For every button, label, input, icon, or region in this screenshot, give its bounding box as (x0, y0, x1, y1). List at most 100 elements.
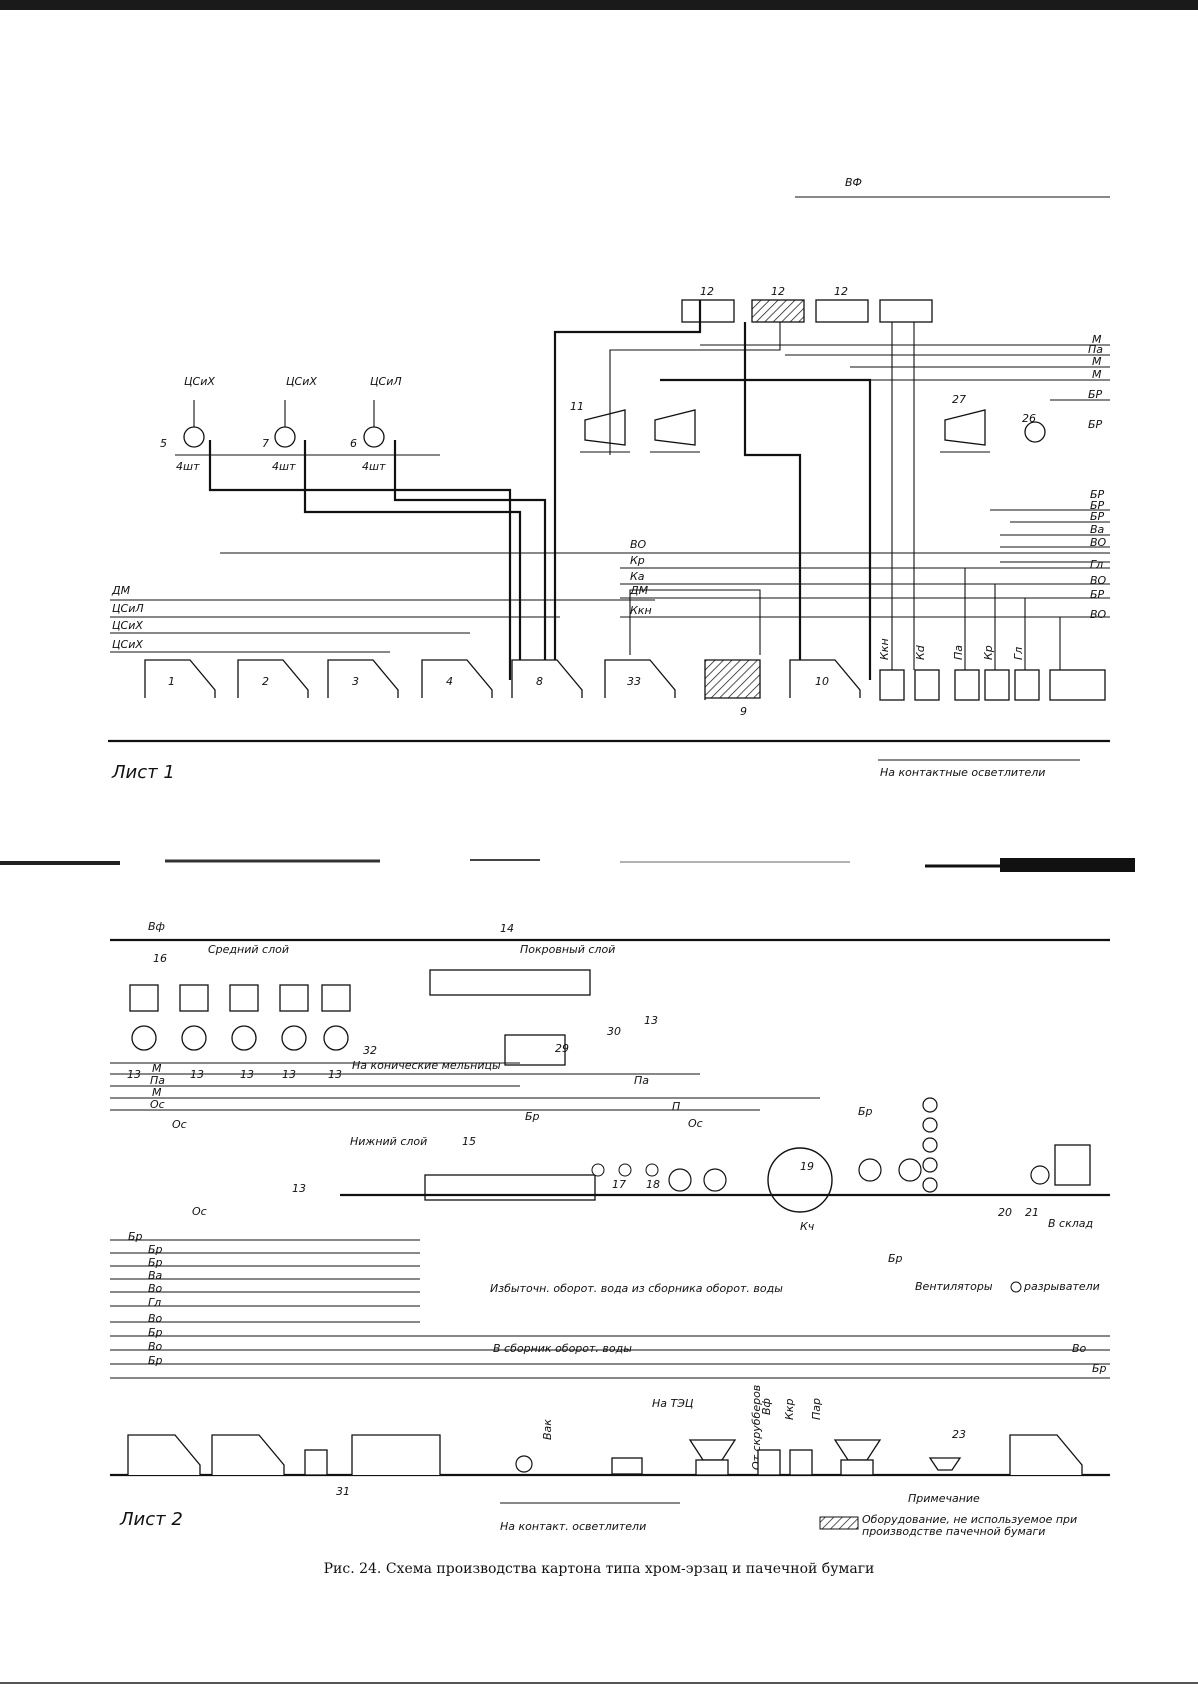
chests: 1 2 3 4 8 33 9 10 (144, 659, 861, 718)
unit-number: 19 (800, 1160, 814, 1173)
tank-label: Па (952, 645, 965, 660)
misc-label: Бр (858, 1105, 873, 1118)
to-collector-label: В сборник оборот. воды (493, 1342, 632, 1355)
unit-12-label: 12 (771, 285, 785, 298)
to-store-label: В склад (1048, 1217, 1093, 1230)
line-label: Бр (148, 1243, 163, 1256)
excess-water-label: Избыточн. оборот. вода из сборника оборо… (490, 1282, 783, 1295)
sheet2-left-labels: М Па М Ос Бр Бр Бр Ва Во Гл Во Бр Во Бр (128, 1062, 165, 1367)
sheet1-label: Лист 1 (111, 762, 175, 783)
line-label: БР (1088, 418, 1103, 431)
chest-number: 8 (536, 675, 543, 688)
line-label: ДМ (629, 584, 649, 597)
right-top-lines: М Па М М БР БР (700, 333, 1110, 431)
line-label: Бр (128, 1230, 143, 1243)
misc-label: Ос (172, 1118, 187, 1131)
line-label: Во (148, 1312, 163, 1325)
unit-number: 26 (1022, 412, 1036, 425)
sheet2-misc-labels: Па П Ос Ос Ос Бр Кч Бр Бр Во Вак На ТЭЦ … (172, 1074, 1107, 1470)
line-label: Ос (150, 1098, 165, 1111)
legend-hatch-swatch (819, 1516, 859, 1530)
middle-layer-label: Средний слой (208, 943, 289, 956)
conical-mills-label: На конические мельницы (352, 1059, 501, 1072)
units-12: 12 12 12 (681, 285, 933, 323)
line-label: ВО (630, 538, 647, 551)
misc-label: Бр (888, 1252, 903, 1265)
unit-number: 17 (612, 1178, 626, 1191)
line-label: ВО (1090, 536, 1107, 549)
misc-label: Во (1072, 1342, 1087, 1355)
line-label: Бр (148, 1354, 163, 1367)
sheet2-label: Лист 2 (119, 1509, 183, 1530)
pump-number: 5 (160, 437, 167, 450)
line-label: М (1092, 368, 1102, 381)
tank-label: Кр (982, 645, 995, 660)
misc-label: Бр (525, 1110, 540, 1123)
tank-feeds (891, 322, 1061, 670)
tank-label: Гл (1012, 647, 1025, 660)
misc-label: От скрубберов (750, 1385, 763, 1470)
misc-label: Пар (810, 1398, 823, 1420)
legend-text: Оборудование, не используемое при произв… (862, 1514, 1078, 1538)
service-lines (110, 509, 1110, 653)
line-label: Ва (1090, 523, 1105, 536)
unit-number: 31 (336, 1485, 350, 1498)
right-line-labels: БР БР БР Ва ВО Гл ВО БР ВО (1090, 488, 1107, 621)
stock-lines (208, 300, 872, 680)
line-label: Гл (148, 1296, 161, 1309)
pump-feed: ЦСиЛ (370, 375, 402, 388)
unit-number: 18 (646, 1178, 660, 1191)
unit-number: 13 (292, 1182, 306, 1195)
line-label: БР (1090, 499, 1105, 512)
chest-number: 2 (262, 675, 269, 688)
line-label: Ва (148, 1269, 163, 1282)
sheet-separator (0, 858, 1135, 872)
unit-12-label: 12 (700, 285, 714, 298)
left-line-labels: ДМ ЦСиЛ ЦСиХ ЦСиХ (111, 584, 144, 651)
pumps: ЦСиХ ЦСиХ ЦСиЛ 5 7 6 4шт 4шт 4шт (160, 375, 440, 473)
line-label: ВО (1090, 608, 1107, 621)
line-label: Гл (1090, 558, 1103, 571)
line-label: ВО (1090, 574, 1107, 587)
breakers-label: разрыватели (1023, 1280, 1100, 1293)
unit-number: 23 (952, 1428, 966, 1441)
unit-number: 14 (500, 922, 514, 935)
note-title: Примечание (908, 1492, 980, 1505)
pump-feed: ЦСиХ (286, 375, 317, 388)
chest-number: 4 (446, 675, 453, 688)
pump-qty: 4шт (272, 460, 296, 473)
sheet2-lines (110, 1062, 1110, 1477)
unit-number: 20 (998, 1206, 1012, 1219)
unit-number: 11 (570, 400, 584, 413)
unit-number: 13 (644, 1014, 658, 1027)
pump-feed: ЦСиХ (184, 375, 215, 388)
bottom-layer-label: Нижний слой (350, 1135, 427, 1148)
line-label: Па (1088, 343, 1103, 356)
misc-label: На ТЭЦ (652, 1397, 694, 1410)
sheet2-footnote: На контакт. осветлители (500, 1520, 646, 1533)
unit-number: 16 (153, 952, 167, 965)
unit-number: 13 (240, 1068, 254, 1081)
sheet2-numbers: 16 14 29 30 13 32 13 13 13 13 13 15 17 1… (127, 922, 1039, 1498)
sheet-2: Вф Средний слой Покровный слой (110, 920, 1110, 1538)
line-label: М (1092, 333, 1102, 346)
unit-number: 27 (952, 393, 966, 406)
line-label: Во (148, 1282, 163, 1295)
line-label: Ккн (630, 604, 652, 617)
misc-label: Ккр (783, 1399, 796, 1420)
line-label: Па (150, 1074, 165, 1087)
line-label: Бр (148, 1326, 163, 1339)
unit-number: 13 (190, 1068, 204, 1081)
pump-qty: 4шт (176, 460, 200, 473)
tank-label: Кd (914, 644, 927, 660)
line-label: М (152, 1062, 162, 1075)
fans-label: Вентиляторы (915, 1280, 993, 1293)
line-label: БР (1090, 488, 1105, 501)
line-label: М (152, 1086, 162, 1099)
junction-node (1010, 1281, 1022, 1293)
misc-label: Ос (688, 1117, 703, 1130)
vf-label: ВФ (845, 176, 862, 189)
line-label: БР (1090, 510, 1105, 523)
